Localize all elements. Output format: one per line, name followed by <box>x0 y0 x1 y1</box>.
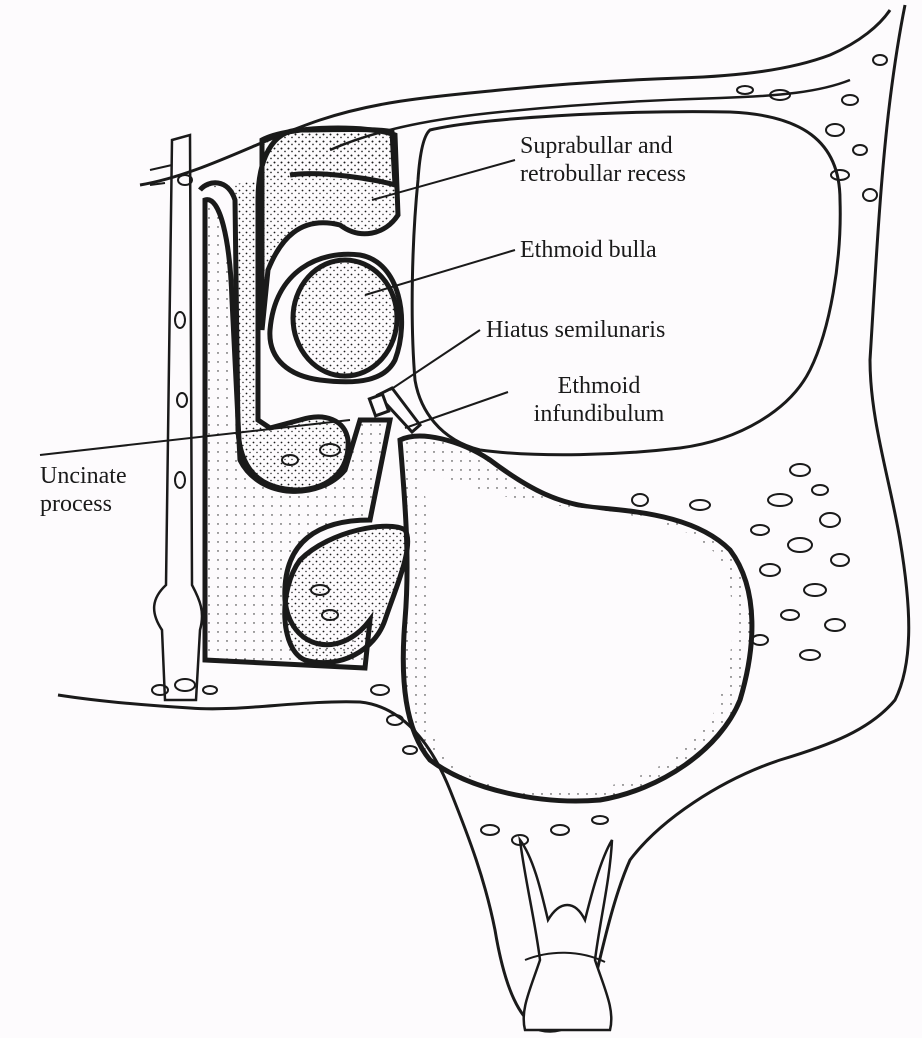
label-uncinate-line-2: process <box>40 490 127 518</box>
tooth <box>520 840 612 1030</box>
label-suprabullar-recess: Suprabullar and retrobullar recess <box>520 132 730 189</box>
label-suprabullar-line-2: retrobullar recess <box>520 160 730 188</box>
label-suprabullar-line-1: Suprabullar and <box>520 132 730 160</box>
label-uncinate-process: Uncinate process <box>40 462 127 519</box>
label-hiatus-semilunaris: Hiatus semilunaris <box>486 316 665 344</box>
label-ethmoid-infundibulum: Ethmoid infundibulum <box>514 372 684 429</box>
label-uncinate-line-1: Uncinate <box>40 462 127 490</box>
ethmoid-bulla <box>293 260 397 376</box>
label-ethmoid-bulla: Ethmoid bulla <box>520 236 657 264</box>
label-infundibulum-line-1: Ethmoid <box>514 372 684 400</box>
nasal-septum <box>154 135 202 700</box>
inferior-turbinate <box>285 526 408 662</box>
label-infundibulum-line-2: infundibulum <box>514 400 684 428</box>
